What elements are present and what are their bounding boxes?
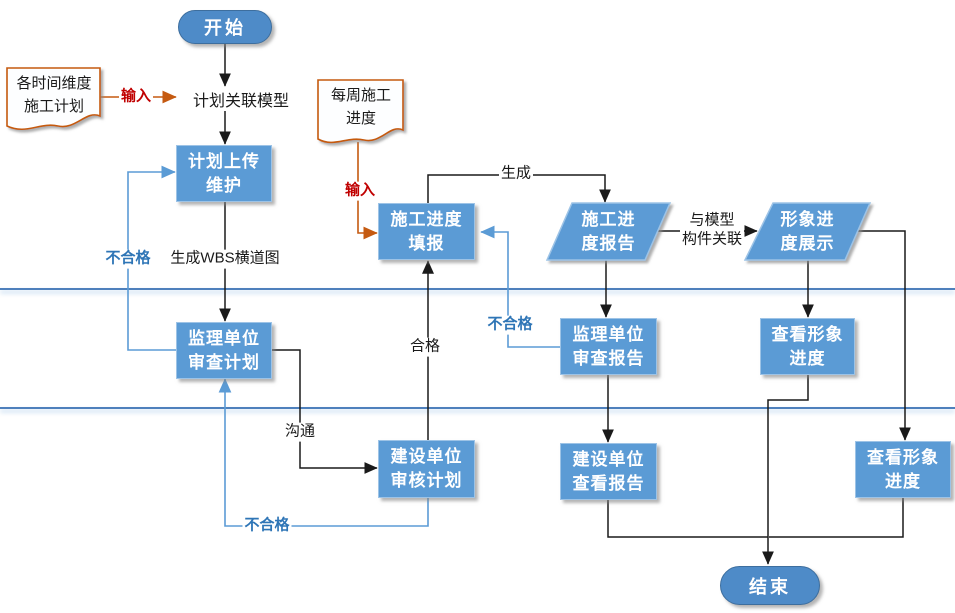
node-supervisor-review-plan: 监理单位 审查计划 <box>176 322 272 379</box>
label-communicate: 沟通 <box>282 422 318 442</box>
lane-divider-2 <box>0 407 955 409</box>
node-plan-upload: 计划上传 维护 <box>176 145 272 202</box>
node-builder-review-plan: 建设单位 审核计划 <box>378 440 475 498</box>
label-generate: 生成 <box>498 164 534 184</box>
node-progress-report-label: 施工进 度报告 <box>581 209 636 253</box>
label-input-1: 输入 <box>118 87 154 107</box>
node-supervisor-review-report: 监理单位 审查报告 <box>560 318 657 375</box>
node-progress-fill: 施工进度 填报 <box>378 203 475 260</box>
label-unqualified-1: 不合格 <box>103 249 153 269</box>
edge-viewreport-merge <box>607 500 768 538</box>
label-input-2: 输入 <box>342 181 378 201</box>
start-node: 开始 <box>178 10 272 44</box>
document-shape-time-plan <box>6 67 101 131</box>
node-builder-view-report: 建设单位 查看报告 <box>560 443 657 500</box>
parallelogram-visual-display <box>743 202 872 261</box>
edge-viewleft-to-end <box>762 375 809 565</box>
label-generate-wbs: 生成WBS横道图 <box>168 249 282 269</box>
node-view-visual-progress-left: 查看形象 进度 <box>760 318 855 375</box>
document-shape-weekly-progress <box>317 79 404 144</box>
parallelogram-progress-report <box>545 202 672 261</box>
node-plan-link-model: 计划关联模型 <box>182 87 300 111</box>
node-visual-display-label: 形象进 度展示 <box>780 209 835 253</box>
label-unqualified-3: 不合格 <box>485 315 535 335</box>
end-node: 结束 <box>720 566 820 605</box>
document-weekly-progress-label: 每周施工 进度 <box>330 86 391 127</box>
lane-divider-1 <box>0 288 955 290</box>
label-model-link: 与模型 构件关联 <box>679 211 745 249</box>
edge-viewright-merge <box>769 498 904 538</box>
document-time-plan-label: 各时间维度 施工计划 <box>16 74 92 115</box>
node-view-visual-progress-right: 查看形象 进度 <box>855 441 951 498</box>
label-unqualified-2: 不合格 <box>242 516 292 536</box>
label-qualified: 合格 <box>407 337 443 357</box>
edge-communicate <box>272 349 378 474</box>
